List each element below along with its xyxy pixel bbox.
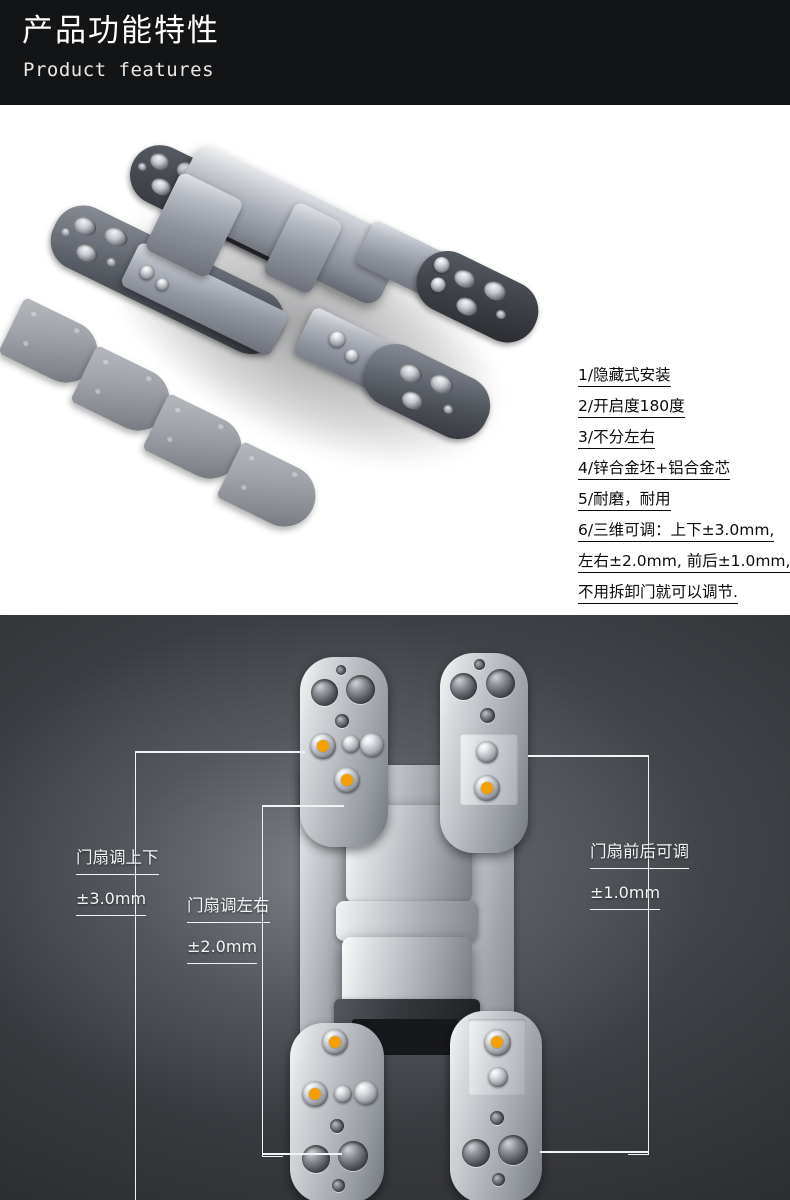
annotation-leftright-value: ±2.0mm [187, 932, 258, 964]
mount-plate-bottom-right [450, 1011, 542, 1200]
feature-item: 6/三维可调：上下±3.0mm, [578, 515, 788, 546]
adjust-point-leftright-top [341, 774, 353, 786]
feature-item: 2/开启度180度 [578, 391, 788, 422]
annotation-leftright: 门扇调左右 ±2.0mm [187, 891, 270, 964]
feature-text: 5/耐磨，耐用 [578, 490, 671, 511]
feature-text: 3/不分左右 [578, 428, 656, 449]
feature-text: 2/开启度180度 [578, 397, 685, 418]
hinge-exploded-photo [0, 130, 555, 538]
adjust-point-frontback-top [481, 782, 493, 794]
lower-detail-section: 门扇调上下 ±3.0mm 门扇调左右 ±2.0mm 门扇前后可调 ±1.0mm [0, 615, 790, 1200]
hinge-knuckle-mid [336, 901, 478, 941]
callout-lead-frontback-bottom [540, 1151, 648, 1153]
page-title-en: Product features [23, 59, 215, 81]
adjust-point-updown-top [317, 740, 329, 752]
adjust-point-frontback-bottom [491, 1036, 503, 1048]
feature-text: 6/三维可调：上下±3.0mm, [578, 521, 775, 542]
page-header: 产品功能特性 Product features [0, 0, 790, 105]
callout-bracket-leftright [262, 805, 283, 1157]
mount-plate-top-right [440, 653, 528, 853]
hinge-center-body-lower [342, 937, 472, 1009]
feature-item: 5/耐磨，耐用 [578, 484, 788, 515]
feature-text: 4/锌合金坯+铝合金芯 [578, 459, 731, 480]
feature-item: 3/不分左右 [578, 422, 788, 453]
feature-list: 1/隐藏式安装 2/开启度180度 3/不分左右 4/锌合金坯+铝合金芯 5/耐… [578, 360, 790, 608]
callout-bracket-updown [135, 751, 156, 1200]
feature-item: 1/隐藏式安装 [578, 360, 788, 391]
annotation-frontback-value: ±1.0mm [590, 878, 661, 910]
feature-text: 1/隐藏式安装 [578, 366, 671, 387]
annotation-leftright-label: 门扇调左右 [187, 891, 270, 923]
annotation-updown: 门扇调上下 ±3.0mm [76, 843, 159, 916]
annotation-updown-value: ±3.0mm [76, 884, 147, 916]
mount-plate-top-left [300, 657, 388, 847]
adjust-point-leftright-bottom [329, 1036, 341, 1048]
annotation-frontback: 门扇前后可调 ±1.0mm [590, 837, 689, 910]
feature-item: 4/锌合金坯+铝合金芯 [578, 453, 788, 484]
feature-item: 左右±2.0mm, 前后±1.0mm, [578, 546, 790, 577]
adjust-point-updown-bottom [309, 1088, 321, 1100]
annotation-updown-label: 门扇调上下 [76, 843, 159, 875]
hinge-adjustment-photo: 门扇调上下 ±3.0mm 门扇调左右 ±2.0mm 门扇前后可调 ±1.0mm [0, 615, 790, 1200]
callout-lead-leftright-bottom [262, 1153, 342, 1155]
upper-product-section: 1/隐藏式安装 2/开启度180度 3/不分左右 4/锌合金坯+铝合金芯 5/耐… [0, 105, 790, 615]
feature-item: 不用拆卸门就可以调节. [578, 577, 788, 608]
page-title-cn: 产品功能特性 [22, 13, 220, 49]
annotation-frontback-label: 门扇前后可调 [590, 837, 689, 869]
feature-text: 左右±2.0mm, 前后±1.0mm, [578, 552, 790, 573]
callout-lead-frontback-top [528, 755, 648, 757]
feature-text: 不用拆卸门就可以调节. [578, 583, 738, 604]
callout-bracket-frontback [628, 755, 649, 1155]
callout-lead-leftright-top [262, 805, 344, 807]
mount-plate-bottom-left [290, 1023, 384, 1200]
callout-lead-updown-top [135, 751, 305, 753]
